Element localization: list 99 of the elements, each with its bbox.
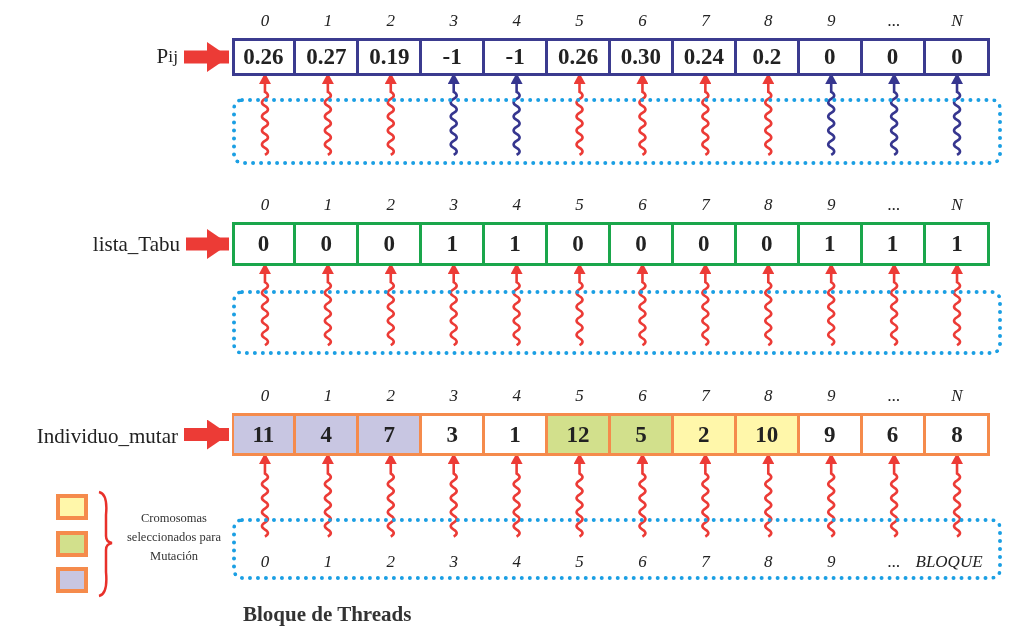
thread-index: 3 <box>448 552 459 572</box>
index-label: 2 <box>385 386 397 406</box>
array-cell: 0.26 <box>548 41 611 73</box>
row-label: Individuo_mutar <box>0 418 178 454</box>
array-cell: -1 <box>422 41 486 73</box>
block-arrow <box>186 229 229 259</box>
thread-block <box>232 290 1002 355</box>
array-cell: 5 <box>611 416 674 453</box>
array-cell: 1 <box>799 225 863 263</box>
array-cell: 1 <box>422 225 486 263</box>
index-label: 1 <box>322 195 334 215</box>
index-label: ... <box>886 11 902 31</box>
caption: Bloque de Threads <box>243 602 412 627</box>
index-label: 7 <box>700 386 712 406</box>
index-label: 0 <box>259 386 271 406</box>
array-cell: 0 <box>925 41 989 73</box>
array-cell: 0 <box>862 41 926 73</box>
index-label: 2 <box>385 195 397 215</box>
thread-block <box>232 98 1002 165</box>
row-label: lista_Tabu <box>20 226 180 262</box>
thread-index: 8 <box>763 552 774 572</box>
array-cell: 11 <box>233 416 297 453</box>
thread-index: 9 <box>825 552 837 572</box>
array-cell: 7 <box>359 416 423 453</box>
array-cell: 12 <box>548 416 611 453</box>
index-label: 9 <box>825 386 837 406</box>
array-cell: 0.19 <box>359 41 423 73</box>
index-label: 4 <box>511 11 522 31</box>
array-cell: 0 <box>233 225 297 263</box>
color-swatch <box>56 494 88 520</box>
block-arrow <box>184 42 229 72</box>
array-cell: 0.30 <box>611 41 674 73</box>
index-label: 5 <box>574 386 585 406</box>
thread-index: 2 <box>385 552 397 572</box>
array-cell: -1 <box>485 41 549 73</box>
array-cell: 0 <box>548 225 611 263</box>
index-label: N <box>950 386 965 406</box>
index-label: 4 <box>511 195 522 215</box>
thread-index: BLOQUE <box>914 552 984 572</box>
index-label: 3 <box>448 11 459 31</box>
array-outline <box>232 222 990 266</box>
array-cell: 2 <box>673 416 737 453</box>
thread-index: 0 <box>259 552 271 572</box>
array-cell: 3 <box>422 416 486 453</box>
array-cell: 0.26 <box>233 41 297 73</box>
array-cell: 10 <box>736 416 800 453</box>
array-cell: 0 <box>736 225 800 263</box>
array-cell: 0 <box>673 225 737 263</box>
thread-index: 6 <box>637 552 648 572</box>
index-label: 3 <box>448 195 459 215</box>
array-outline <box>232 38 990 76</box>
array-cell: 0.24 <box>673 41 737 73</box>
array-outline <box>232 413 990 456</box>
array-cell: 1 <box>485 225 549 263</box>
index-label: 0 <box>259 195 271 215</box>
index-label: 8 <box>763 195 774 215</box>
thread-index: 7 <box>700 552 712 572</box>
array-cell: 1 <box>925 225 989 263</box>
array-cell: 1 <box>862 225 926 263</box>
array-cell: 0.2 <box>736 41 800 73</box>
array-cell: 0 <box>611 225 674 263</box>
block-arrow <box>184 419 229 450</box>
index-label: 7 <box>700 11 712 31</box>
index-label: 3 <box>448 386 459 406</box>
legend-text: Cromosomas seleccionados para Mutación <box>125 510 223 565</box>
index-label: N <box>950 11 965 31</box>
index-label: 5 <box>574 11 585 31</box>
index-label: 8 <box>763 386 774 406</box>
index-label: 4 <box>511 386 522 406</box>
thread-index: 1 <box>322 552 334 572</box>
array-cell: 4 <box>296 416 360 453</box>
index-label: 9 <box>825 195 837 215</box>
index-label: 7 <box>700 195 712 215</box>
index-label: 0 <box>259 11 271 31</box>
array-cell: 9 <box>799 416 863 453</box>
index-label: N <box>950 195 965 215</box>
index-label: ... <box>886 195 902 215</box>
index-label: 6 <box>637 11 648 31</box>
thread-index: ... <box>886 552 902 572</box>
array-cell: 0 <box>799 41 863 73</box>
index-label: ... <box>886 386 902 406</box>
thread-index: 4 <box>511 552 522 572</box>
index-label: 8 <box>763 11 774 31</box>
index-label: 1 <box>322 11 334 31</box>
array-cell: 0 <box>359 225 423 263</box>
color-swatch <box>56 567 88 593</box>
color-swatch <box>56 531 88 557</box>
thread-index: 5 <box>574 552 585 572</box>
array-cell: 8 <box>925 416 989 453</box>
array-cell: 0.27 <box>296 41 360 73</box>
index-label: 5 <box>574 195 585 215</box>
index-label: 9 <box>825 11 837 31</box>
thread-block <box>232 518 1002 580</box>
array-cell: 0 <box>296 225 360 263</box>
index-label: 2 <box>385 11 397 31</box>
index-label: 6 <box>637 195 648 215</box>
index-label: 1 <box>322 386 334 406</box>
index-label: 6 <box>637 386 648 406</box>
array-cell: 6 <box>862 416 926 453</box>
